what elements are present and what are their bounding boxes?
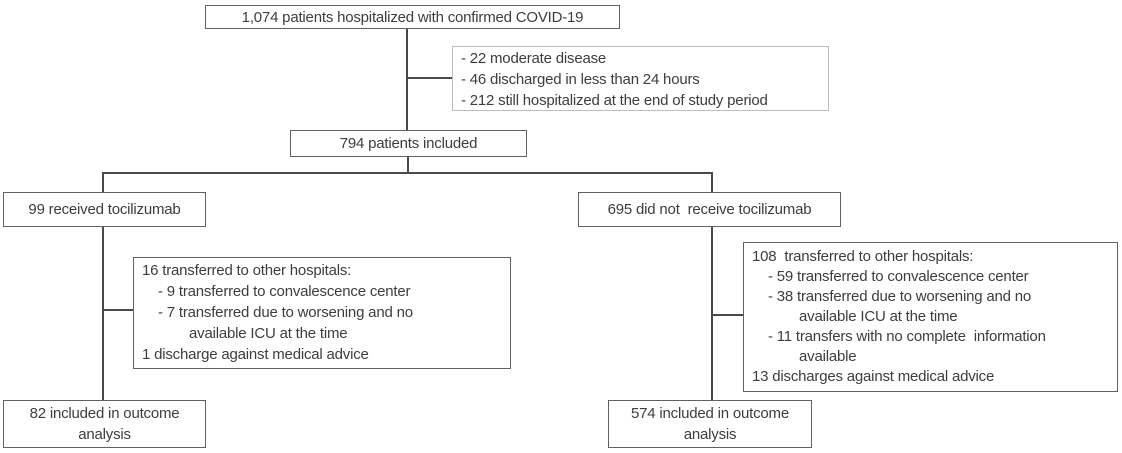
box-control-outcome: 574 included in outcome analysis (608, 400, 812, 448)
tocilizumab-arm-label: 99 received tocilizumab (28, 201, 181, 218)
tocilizumab-outcome-label: 82 included in outcome analysis (29, 405, 180, 443)
box-tocilizumab-arm: 99 received tocilizumab (3, 192, 206, 227)
total-patients-label: 1,074 patients hospitalized with confirm… (241, 8, 584, 26)
exclusion-line: - 7 transferred due to worsening and no (158, 304, 413, 321)
box-tocilizumab-outcome: 82 included in outcome analysis (3, 400, 206, 448)
connector-to-tocilizumab-exclusions (102, 309, 135, 311)
exclusion-line: available (799, 348, 857, 365)
connector-branch-to-control (711, 172, 713, 193)
connector-included-to-branch (407, 156, 409, 174)
connector-to-initial-exclusions (406, 77, 454, 79)
exclusion-line: 16 transferred to other hospitals: (142, 262, 352, 279)
exclusion-line: available ICU at the time (189, 325, 348, 342)
exclusion-line: 1 discharge against medical advice (142, 346, 369, 363)
box-included-patients: 794 patients included (290, 130, 527, 157)
box-total-patients: 1,074 patients hospitalized with confirm… (205, 5, 620, 29)
exclusion-line: - 59 transferred to convalescence center (768, 268, 1029, 285)
connector-total-to-included (406, 28, 408, 131)
connector-tocilizumab-to-outcome (102, 226, 104, 402)
exclusion-line: 108 transferred to other hospitals: (752, 248, 974, 265)
exclusion-line: - 22 moderate disease (461, 50, 607, 67)
box-initial-exclusions: - 22 moderate disease - 46 discharged in… (452, 46, 829, 111)
exclusion-line: - 46 discharged in less than 24 hours (461, 71, 700, 88)
box-tocilizumab-exclusions: 16 transferred to other hospitals: - 9 t… (133, 257, 511, 369)
box-control-exclusions: 108 transferred to other hospitals: - 59… (743, 242, 1118, 392)
exclusion-line: - 212 still hospitalized at the end of s… (461, 92, 768, 109)
connector-to-control-exclusions (711, 314, 745, 316)
connector-branch-to-tocilizumab (102, 172, 104, 193)
connector-branch-horizontal (102, 172, 713, 174)
exclusion-line: - 11 transfers with no complete informat… (768, 328, 1046, 345)
exclusion-line: - 9 transferred to convalescence center (158, 283, 411, 300)
exclusion-line: - 38 transferred due to worsening and no (768, 288, 1032, 305)
included-patients-label: 794 patients included (339, 135, 478, 152)
exclusion-line: available ICU at the time (799, 308, 958, 325)
exclusion-line: 13 discharges against medical advice (752, 368, 995, 385)
control-outcome-label: 574 included in outcome analysis (630, 405, 789, 443)
control-arm-label: 695 did not receive tocilizumab (607, 201, 812, 218)
box-control-arm: 695 did not receive tocilizumab (578, 192, 841, 227)
